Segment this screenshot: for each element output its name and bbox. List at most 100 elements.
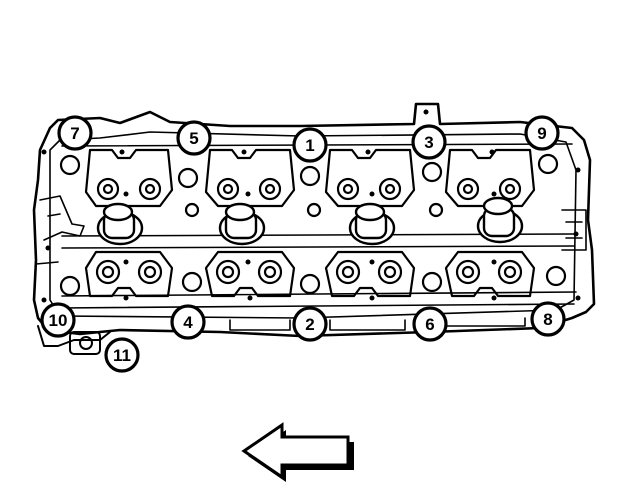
valve-hole <box>96 177 120 201</box>
plug-bore <box>218 202 266 246</box>
upper-port-3 <box>324 148 416 208</box>
valve-hole <box>257 259 283 285</box>
valve-hole-inner <box>342 183 354 195</box>
valve-hole-inner <box>503 265 517 279</box>
bolt-boss <box>181 271 203 293</box>
valve-hole-inner <box>264 183 276 195</box>
plug-bore <box>348 202 396 246</box>
callout-1: 1 <box>292 127 328 163</box>
svg-text:9: 9 <box>537 124 546 143</box>
callout-5: 5 <box>176 120 212 156</box>
valve-hole-inner <box>384 183 396 195</box>
valve-hole <box>216 177 240 201</box>
svg-text:2: 2 <box>305 315 314 334</box>
callout-10: 10 <box>40 302 76 338</box>
bolt-boss <box>177 167 199 189</box>
svg-text:7: 7 <box>70 124 79 143</box>
valve-hole-inner <box>504 183 516 195</box>
bolt-boss <box>421 161 443 183</box>
arrow-body <box>241 422 350 480</box>
valve-holes <box>95 177 523 285</box>
svg-text:8: 8 <box>543 310 552 329</box>
lower-port-2 <box>204 250 296 298</box>
svg-text:11: 11 <box>113 346 131 365</box>
lower-port-1 <box>84 250 174 298</box>
callout-6: 6 <box>412 306 448 342</box>
upper-port-4 <box>444 148 536 208</box>
bolt-boss <box>306 202 322 218</box>
upper-port-2 <box>204 148 296 208</box>
cylinder-head <box>32 102 596 355</box>
callout-11: 11 <box>104 337 140 373</box>
callout-3: 3 <box>411 124 447 160</box>
callout-7: 7 <box>57 115 93 151</box>
bolt-boss <box>59 275 81 297</box>
callout-9: 9 <box>524 115 560 151</box>
valve-hole <box>498 177 522 201</box>
valve-hole-inner <box>221 265 235 279</box>
small-dots <box>41 109 581 303</box>
valve-hole <box>456 177 480 201</box>
valve-hole <box>137 259 163 285</box>
valve-hole-inner <box>102 183 114 195</box>
svg-text:1: 1 <box>305 136 314 155</box>
head-left-tab <box>37 325 111 347</box>
valve-hole <box>336 177 360 201</box>
valve-hole-inner <box>383 265 397 279</box>
valve-hole <box>95 259 121 285</box>
bolt-boss <box>184 202 200 218</box>
bolt-boss <box>421 271 443 293</box>
head-bottom-notches <box>229 317 526 331</box>
svg-text:10: 10 <box>49 311 68 330</box>
valve-hole <box>455 259 481 285</box>
svg-text:5: 5 <box>189 129 198 148</box>
valve-hole-inner <box>222 183 234 195</box>
upper-ports <box>84 148 536 208</box>
bolt-boss <box>59 154 81 176</box>
lower-port-3 <box>324 250 416 298</box>
plug-bore <box>476 196 524 244</box>
upper-port-1 <box>84 148 174 208</box>
head-left-boss <box>69 331 101 355</box>
bolt-boss <box>299 165 321 187</box>
valve-hole <box>215 259 241 285</box>
valve-hole-inner <box>143 265 157 279</box>
callouts: 7 5 1 3 9 10 4 2 <box>40 115 566 373</box>
valve-hole <box>378 177 402 201</box>
head-left-boss-hole <box>79 336 93 350</box>
valve-hole <box>377 259 403 285</box>
callout-2: 2 <box>292 306 328 342</box>
valve-hole <box>335 259 361 285</box>
svg-text:3: 3 <box>424 133 433 152</box>
valve-hole <box>258 177 282 201</box>
bolt-boss <box>428 202 444 218</box>
valve-hole <box>497 259 523 285</box>
valve-hole-inner <box>101 265 115 279</box>
valve-hole-inner <box>341 265 355 279</box>
bolt-boss <box>299 273 321 295</box>
callout-8: 8 <box>530 301 566 337</box>
valve-hole-inner <box>461 265 475 279</box>
svg-text:4: 4 <box>183 313 193 332</box>
head-lower-rail <box>59 291 577 309</box>
bolt-boss <box>537 153 559 175</box>
plug-bores <box>96 196 524 246</box>
callout-4: 4 <box>170 304 206 340</box>
valve-hole-group-lower <box>95 259 523 285</box>
bolt-boss <box>545 265 567 287</box>
bolt-bosses <box>59 153 567 297</box>
valve-hole <box>138 177 162 201</box>
lower-ports <box>84 250 536 298</box>
direction-arrow-left-icon <box>241 422 354 482</box>
head-left-end-detail <box>35 195 85 265</box>
svg-text:6: 6 <box>425 315 434 334</box>
plug-bore <box>96 202 144 246</box>
valve-hole-inner <box>144 183 156 195</box>
valve-hole-group-upper <box>96 177 522 201</box>
head-right-end-detail <box>561 209 587 251</box>
valve-hole-inner <box>263 265 277 279</box>
head-outline <box>32 102 596 338</box>
lower-port-4 <box>444 250 536 298</box>
valve-hole-inner <box>462 183 474 195</box>
